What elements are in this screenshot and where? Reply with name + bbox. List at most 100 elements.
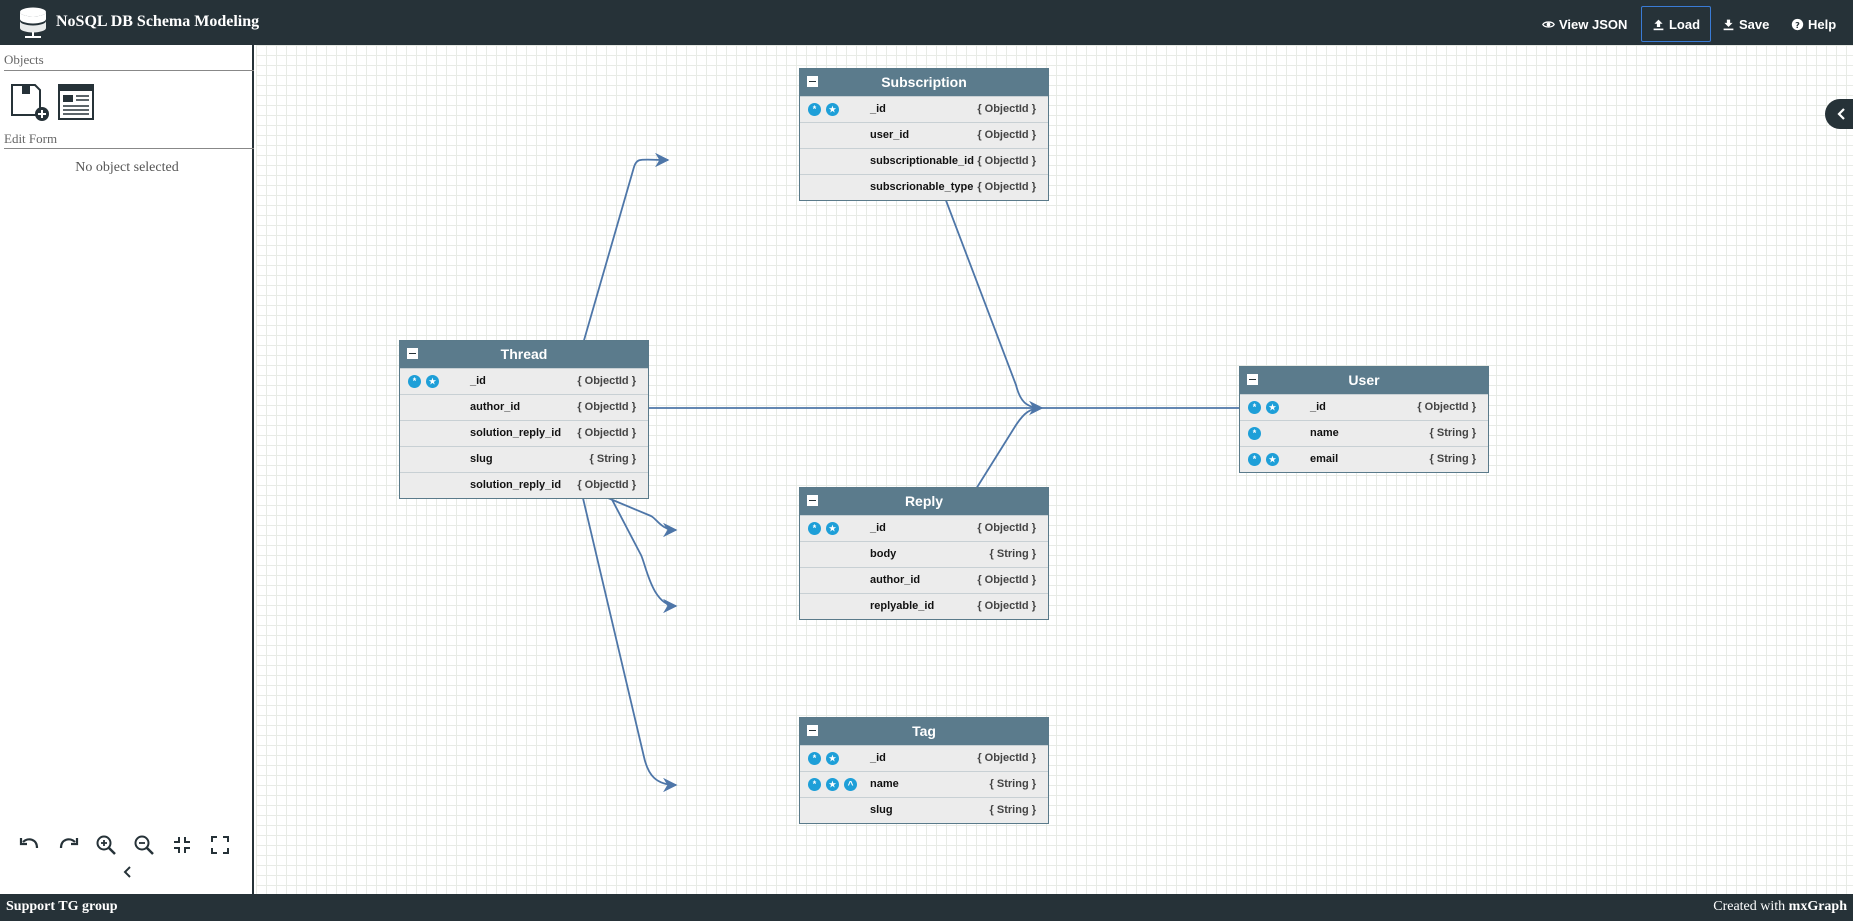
field-row[interactable]: solution_reply_id { ObjectId }	[400, 472, 648, 498]
field-row[interactable]: replyable_id { ObjectId }	[800, 593, 1048, 619]
field-name: name	[870, 778, 899, 790]
download-icon	[1723, 19, 1734, 30]
primary-key-icon	[808, 752, 821, 765]
field-row[interactable]: _id { ObjectId }	[800, 745, 1048, 771]
undo-icon[interactable]	[18, 833, 42, 857]
field-row[interactable]: email { String }	[1240, 446, 1488, 472]
view-json-button[interactable]: View JSON	[1536, 6, 1633, 42]
graph-toolbar	[18, 833, 232, 857]
field-type: { ObjectId }	[977, 181, 1036, 193]
field-row[interactable]: slug { String }	[400, 446, 648, 472]
primary-key-icon	[808, 778, 821, 791]
field-type: { ObjectId }	[977, 522, 1036, 534]
table-tag-header[interactable]: Tag	[800, 718, 1048, 745]
table-subscription-header[interactable]: Subscription	[800, 69, 1048, 96]
objects-divider	[4, 70, 254, 71]
row-icons	[408, 375, 439, 388]
database-logo-icon	[20, 7, 46, 38]
collapse-sidebar-chevron-icon[interactable]	[120, 864, 136, 880]
table-user-header[interactable]: User	[1240, 367, 1488, 394]
field-row[interactable]: author_id { ObjectId }	[800, 567, 1048, 593]
field-type: { String }	[989, 778, 1036, 790]
support-link[interactable]: Support TG group	[6, 899, 118, 914]
field-type: { ObjectId }	[977, 600, 1036, 612]
field-row[interactable]: _id { ObjectId }	[800, 515, 1048, 541]
collapse-icon[interactable]	[807, 76, 818, 87]
edit-form-section-title: Edit Form	[4, 131, 58, 146]
fullscreen-icon[interactable]	[208, 833, 232, 857]
field-row[interactable]: slug { String }	[800, 797, 1048, 823]
table-reply[interactable]: Reply _id { ObjectId } body { String } a…	[799, 487, 1049, 620]
field-row[interactable]: subscrionable_type { ObjectId }	[800, 174, 1048, 200]
credit: Created with mxGraph	[1713, 899, 1847, 915]
row-icons	[1248, 453, 1279, 466]
field-type: { ObjectId }	[977, 129, 1036, 141]
question-circle-icon: ?	[1791, 18, 1804, 30]
zoom-out-icon[interactable]	[132, 833, 156, 857]
field-name: name	[1310, 427, 1339, 439]
field-name: _id	[470, 375, 486, 387]
zoom-in-icon[interactable]	[94, 833, 118, 857]
field-type: { ObjectId }	[1417, 401, 1476, 413]
redo-icon[interactable]	[56, 833, 80, 857]
field-type: { ObjectId }	[977, 752, 1036, 764]
field-row[interactable]: body { String }	[800, 541, 1048, 567]
row-icons	[808, 522, 839, 535]
field-type: { String }	[989, 804, 1036, 816]
add-document-icon[interactable]	[56, 82, 96, 122]
field-type: { ObjectId }	[977, 155, 1036, 167]
field-type: { String }	[989, 548, 1036, 560]
add-collection-icon[interactable]	[9, 82, 49, 122]
field-row[interactable]: name { String }	[800, 771, 1048, 797]
save-button[interactable]: Save	[1716, 6, 1775, 42]
field-name: body	[870, 548, 897, 560]
mxgraph-link[interactable]: mxGraph	[1788, 899, 1847, 914]
field-row[interactable]: subscriptionable_id { ObjectId }	[800, 148, 1048, 174]
table-title: Tag	[912, 723, 936, 739]
edge-thread-tag	[548, 459, 678, 793]
sidebar: Objects Edit Form No object selected	[0, 45, 254, 894]
field-type: { ObjectId }	[577, 375, 636, 387]
app-title: NoSQL DB Schema Modeling	[56, 13, 260, 30]
footer: Support TG group Created with mxGraph	[0, 894, 1853, 921]
table-title: User	[1348, 372, 1380, 388]
top-bar: NoSQL DB Schema Modeling View JSON Load …	[0, 0, 1853, 45]
table-subscription[interactable]: Subscription _id { ObjectId } user_id { …	[799, 68, 1049, 201]
field-row[interactable]: name { String }	[1240, 420, 1488, 446]
primary-key-icon	[808, 103, 821, 116]
load-label: Load	[1668, 16, 1701, 32]
collapse-icon[interactable]	[807, 495, 818, 506]
table-title: Thread	[500, 346, 548, 362]
field-row[interactable]: solution_reply_id { ObjectId }	[400, 420, 648, 446]
row-icons	[808, 752, 839, 765]
format-panel-toggle[interactable]	[1825, 99, 1853, 129]
field-row[interactable]: user_id { ObjectId }	[800, 122, 1048, 148]
row-icons	[808, 778, 857, 791]
table-tag[interactable]: Tag _id { ObjectId } name { String } slu…	[799, 717, 1049, 824]
table-user[interactable]: User _id { ObjectId } name { String } em…	[1239, 366, 1489, 473]
field-name: author_id	[870, 574, 921, 586]
load-button[interactable]: Load	[1641, 6, 1711, 42]
help-button[interactable]: ? Help	[1785, 6, 1842, 42]
field-name: replyable_id	[870, 600, 935, 612]
field-type: { String }	[589, 453, 636, 465]
field-row[interactable]: _id { ObjectId }	[1240, 394, 1488, 420]
field-row[interactable]: _id { ObjectId }	[800, 96, 1048, 122]
row-icons	[1248, 427, 1261, 440]
table-reply-header[interactable]: Reply	[800, 488, 1048, 515]
table-thread[interactable]: Thread _id { ObjectId } author_id { Obje…	[399, 340, 649, 499]
field-name: subscriptionable_id	[870, 155, 974, 167]
collapse-icon[interactable]	[807, 725, 818, 736]
field-row[interactable]: author_id { ObjectId }	[400, 394, 648, 420]
collapse-icon[interactable]	[407, 348, 418, 359]
credit-prefix: Created with	[1713, 899, 1786, 914]
table-thread-header[interactable]: Thread	[400, 341, 648, 368]
objects-section-title: Objects	[4, 52, 44, 67]
field-row[interactable]: _id { ObjectId }	[400, 368, 648, 394]
primary-key-icon	[1248, 427, 1261, 440]
diagram-canvas[interactable]: Subscription _id { ObjectId } user_id { …	[256, 45, 1853, 894]
collapse-icon[interactable]	[1247, 374, 1258, 385]
svg-text:?: ?	[1795, 19, 1800, 29]
index-icon	[1266, 401, 1279, 414]
fit-icon[interactable]	[170, 833, 194, 857]
